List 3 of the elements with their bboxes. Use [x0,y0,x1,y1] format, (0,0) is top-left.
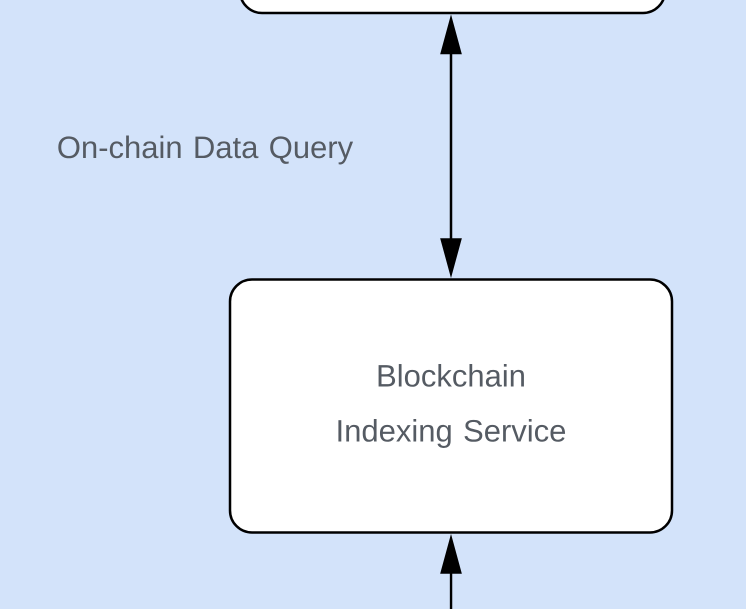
process-box: Blockchain Indexing Service [228,278,674,534]
box [238,0,666,14]
label-text: On-chain Data Query [58,136,354,164]
